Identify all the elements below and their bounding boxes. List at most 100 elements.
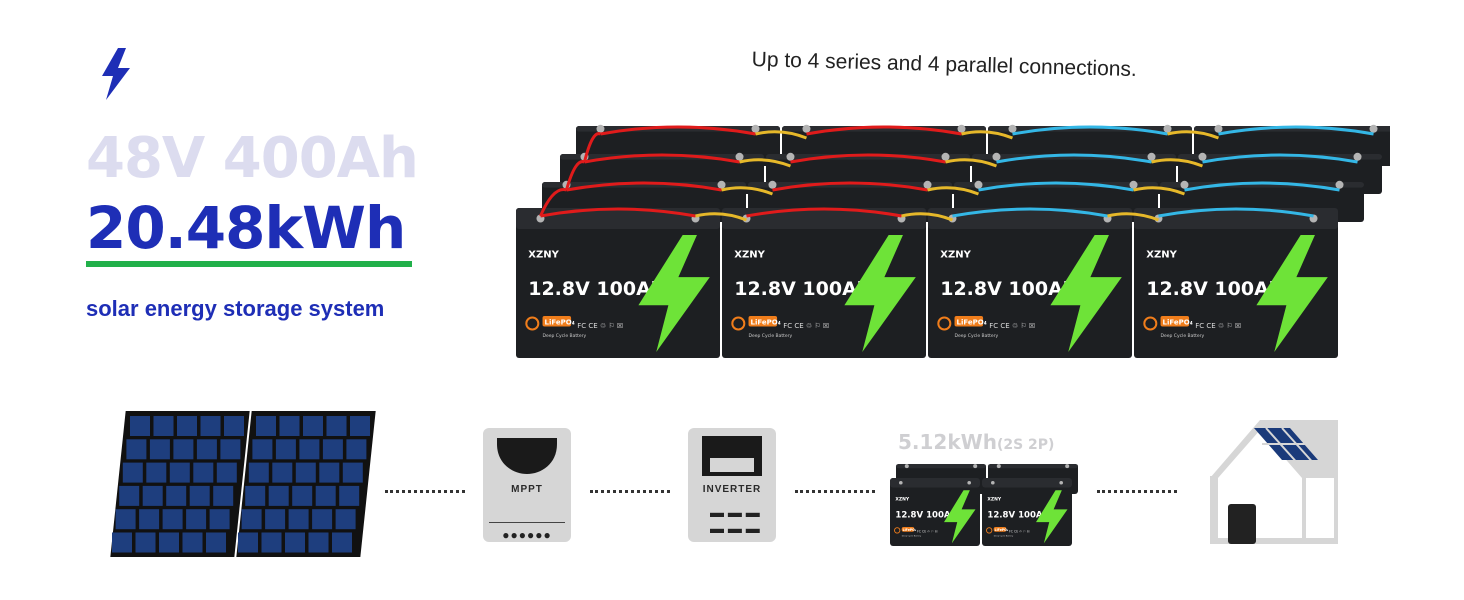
battery-brand: XZNY: [895, 496, 909, 502]
solar-cell: [279, 416, 300, 436]
connector-dots-2: [590, 490, 670, 493]
solar-cell: [119, 485, 140, 506]
solar-cell: [256, 416, 276, 436]
solar-cell: [162, 509, 183, 530]
battery-cable: [1167, 130, 1220, 140]
connector-dots-1: [385, 490, 465, 493]
battery-subtext: Deep Cycle Battery: [902, 534, 922, 537]
solar-cell: [292, 485, 313, 506]
solar-cell: [169, 462, 190, 483]
solar-cell: [142, 485, 163, 506]
chemistry-badge: LiFePO₄: [1163, 319, 1193, 327]
battery-cable: [806, 125, 962, 136]
battery-bolt-icon: [1256, 235, 1328, 352]
battery-cable: [1133, 186, 1186, 196]
battery-cable: [566, 181, 722, 192]
solar-cell: [303, 416, 323, 436]
battery-cable: [739, 158, 792, 168]
solar-cell: [342, 462, 363, 483]
bank-config: (2S 2P): [996, 437, 1055, 453]
solar-cell: [206, 532, 226, 553]
solar-cell: [209, 509, 230, 530]
battery-rating: 12.8V 100Ah: [940, 278, 1076, 300]
solar-cell: [299, 439, 320, 460]
system-subtitle: solar energy storage system: [86, 296, 385, 321]
battery-certifications: FC CE ♲ ⚐ ☒: [577, 322, 623, 330]
battery-brand: XZNY: [940, 250, 971, 261]
battery-cable: [961, 130, 1014, 140]
chemistry-badge: LiFePO₄: [903, 528, 917, 532]
battery-bolt-icon: [638, 235, 710, 352]
solar-cell: [166, 485, 187, 506]
battery-subtext: Deep Cycle Battery: [994, 534, 1014, 537]
solar-cell: [248, 462, 269, 483]
capacity-spec: 48V 400Ah: [86, 126, 419, 191]
battery-brand: XZNY: [734, 250, 765, 261]
battery-certifications: FC CE ♲ ⚐ ☒: [917, 529, 938, 533]
solar-cell: [196, 439, 217, 460]
battery-cable: [996, 153, 1152, 164]
battery-cable: [540, 207, 696, 218]
solar-cell: [182, 532, 203, 553]
solar-cell: [346, 439, 367, 460]
battery-cable: [584, 153, 740, 164]
battery-cable: [1158, 207, 1314, 218]
chemistry-badge: LiFePO₄: [751, 319, 781, 327]
battery-bolt-icon: [944, 490, 976, 544]
battery-cable: [755, 130, 808, 140]
solar-cell: [139, 509, 160, 530]
chemistry-badge: LiFePO₄: [957, 319, 987, 327]
solar-cell: [261, 532, 282, 553]
solar-cell: [285, 532, 305, 553]
solar-cell: [153, 416, 174, 436]
battery-cable: [978, 181, 1134, 192]
solar-panels-icon: [110, 411, 376, 557]
battery-cable: [539, 188, 567, 217]
solar-cell: [268, 485, 289, 506]
battery-rating: 12.8V 100Ah: [734, 278, 870, 300]
battery-subtext: Deep Cycle Battery: [1161, 333, 1205, 339]
battery-cable: [790, 153, 946, 164]
solar-cell: [252, 439, 273, 460]
battery-certifications: FC CE ♲ ⚐ ☒: [1009, 529, 1030, 533]
solar-cell: [122, 462, 143, 483]
battery-cable: [721, 186, 774, 196]
battery-bolt-icon: [1036, 490, 1068, 544]
battery-cable: [746, 207, 902, 218]
battery-cable: [927, 186, 980, 196]
battery-cable: [1107, 212, 1160, 222]
solar-cell: [312, 509, 333, 530]
inverter-icon: INVERTER ▬ ▬ ▬▬ ▬ ▬: [688, 428, 776, 542]
battery-cable: [772, 181, 928, 192]
solar-cell: [335, 509, 356, 530]
battery-bolt-icon: [1050, 235, 1122, 352]
solar-cell: [177, 416, 197, 436]
battery-brand: XZNY: [987, 496, 1001, 502]
battery-certifications: FC CE ♲ ⚐ ☒: [989, 322, 1035, 330]
solar-cell: [149, 439, 170, 460]
solar-cell: [295, 462, 316, 483]
energy-underline: [86, 261, 412, 267]
solar-cell: [326, 416, 347, 436]
solar-cell: [332, 532, 352, 553]
solar-cell: [173, 439, 194, 460]
solar-cell: [245, 485, 266, 506]
battery-subtext: Deep Cycle Battery: [543, 333, 587, 339]
mppt-label: MPPT: [511, 484, 543, 495]
mppt-controller-icon: MPPT ●●●●●●: [483, 428, 571, 542]
solar-cell: [200, 416, 221, 436]
solar-cell: [186, 509, 207, 530]
battery-cable: [1202, 153, 1358, 164]
lightning-bolt-icon: [102, 48, 130, 100]
solar-cell: [238, 532, 258, 553]
inverter-label: INVERTER: [702, 484, 762, 495]
battery-subtext: Deep Cycle Battery: [749, 333, 793, 339]
solar-cell: [130, 416, 150, 436]
battery-rating: 12.8V 100Ah: [987, 510, 1048, 520]
battery-certifications: FC CE ♲ ⚐ ☒: [783, 322, 829, 330]
